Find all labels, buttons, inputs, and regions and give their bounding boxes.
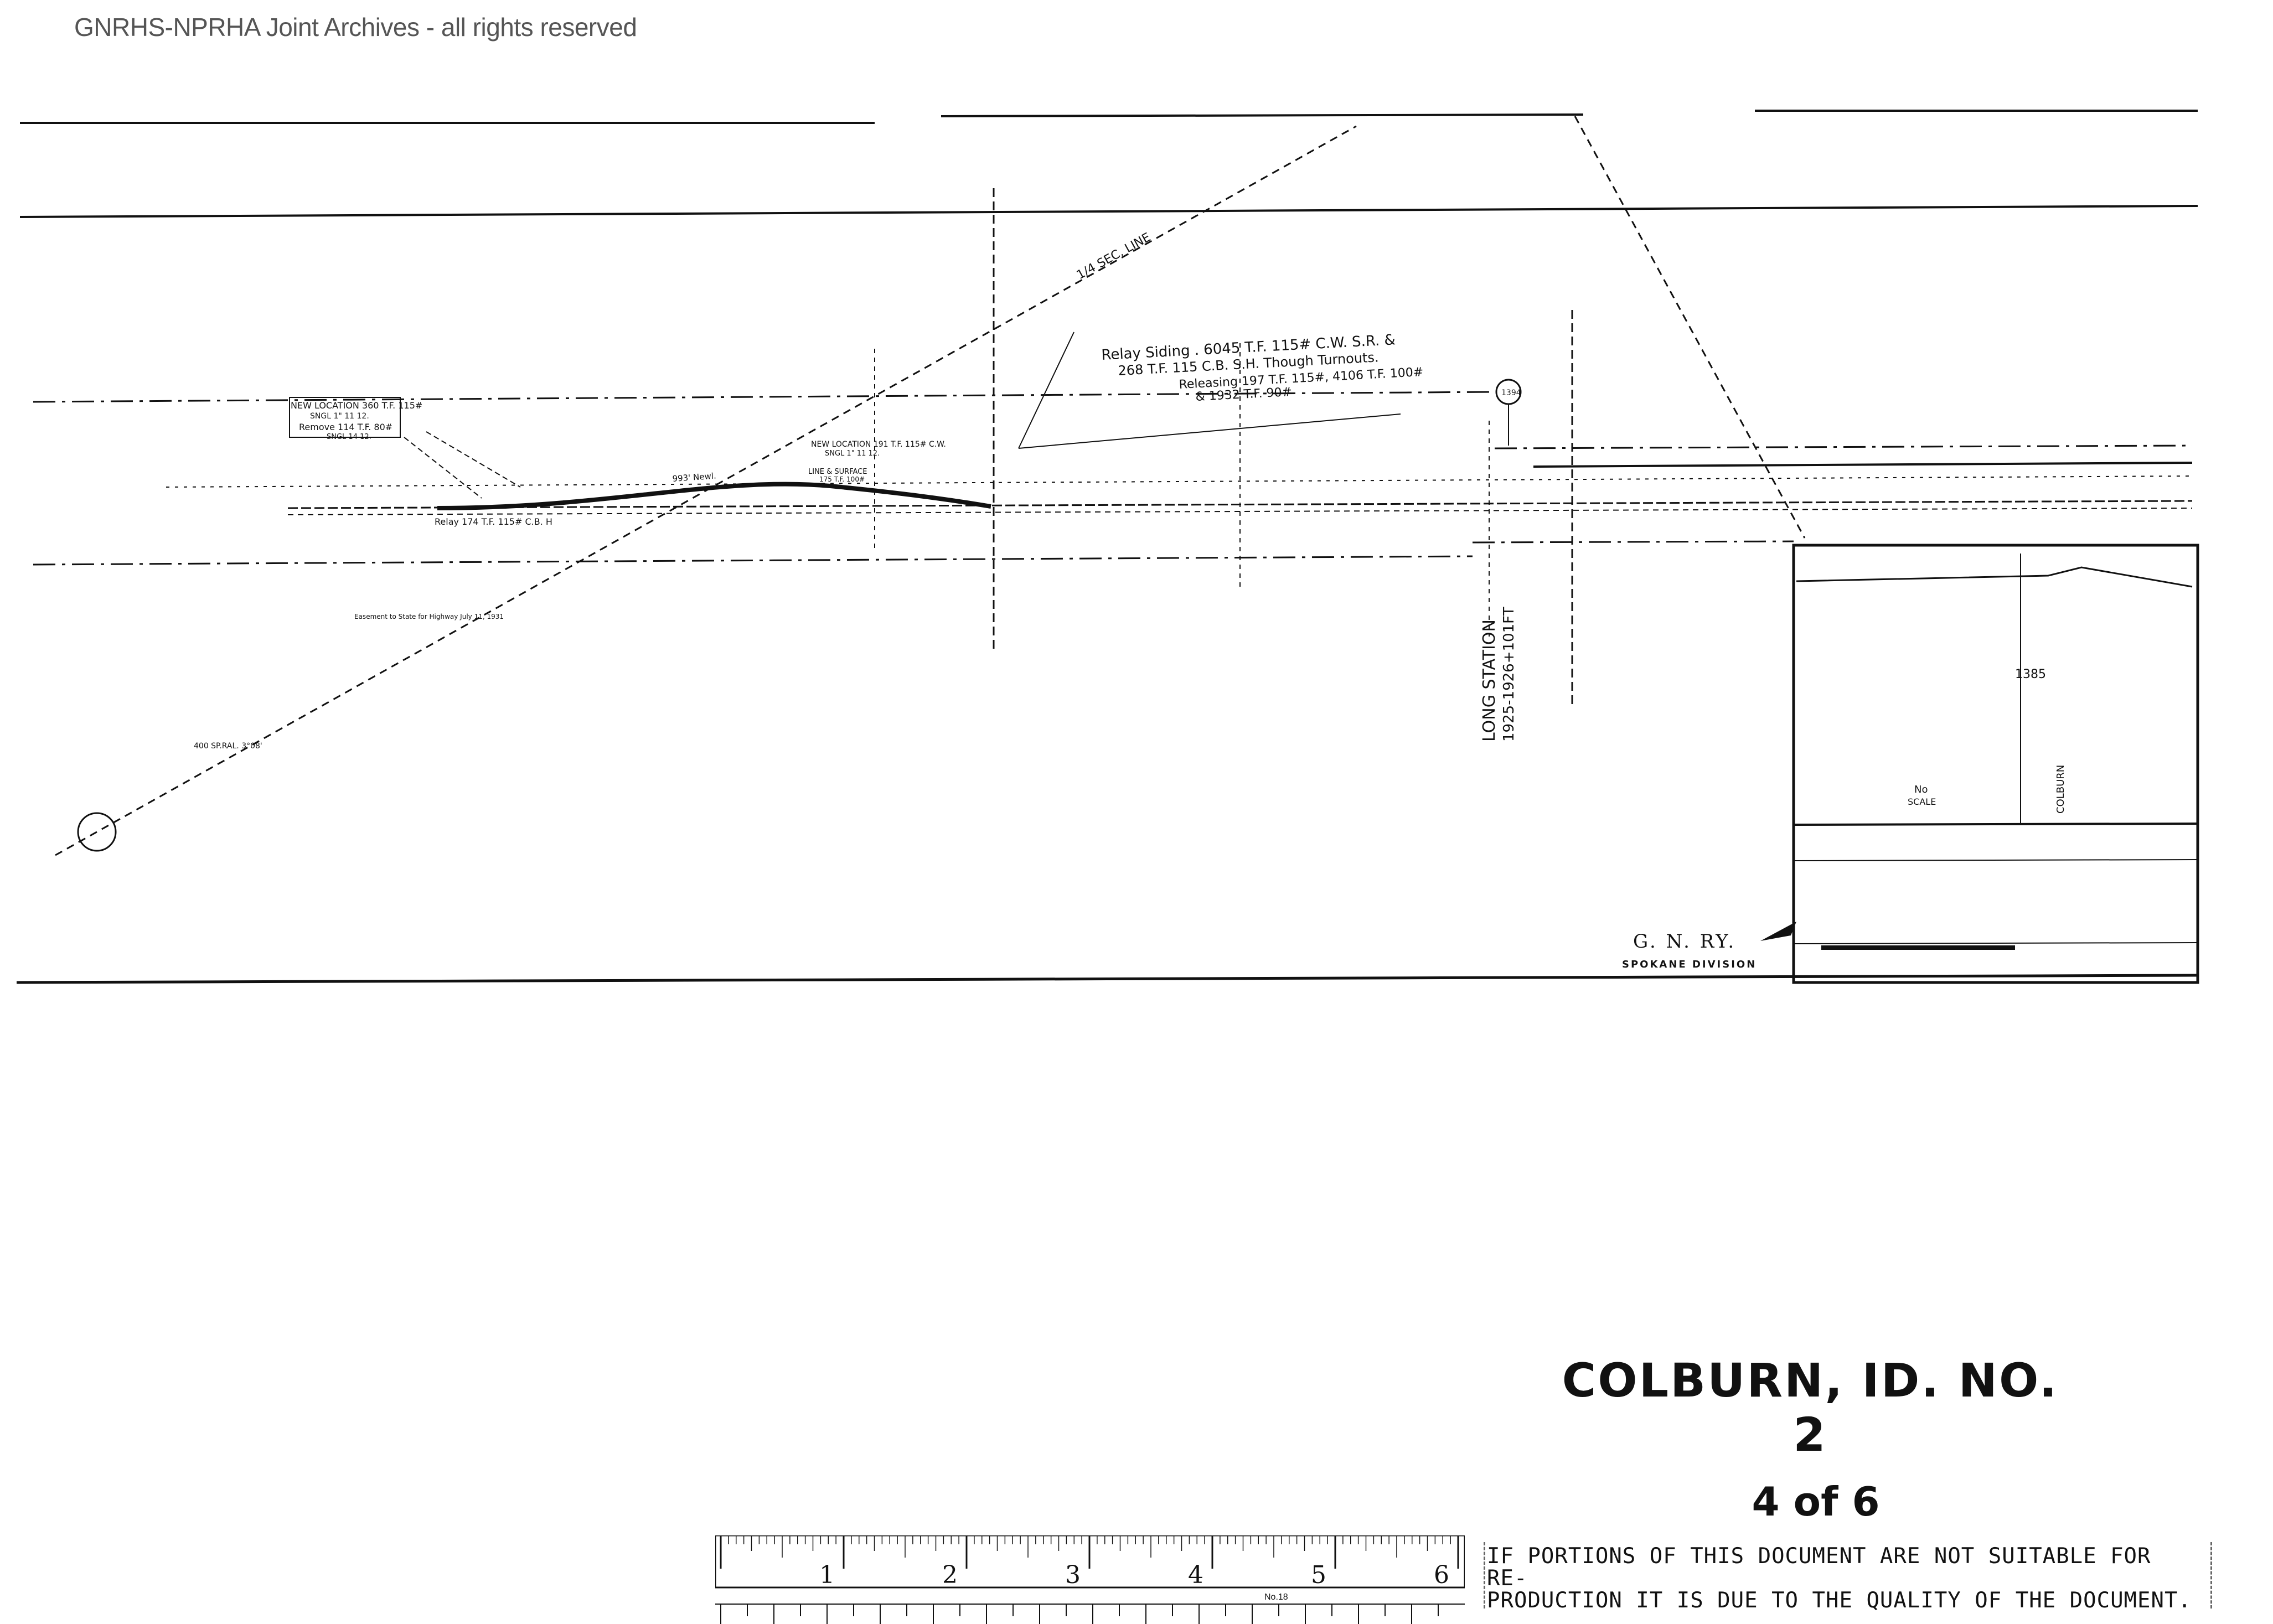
new-location-right-note: NEW LOCATION 191 T.F. 115# C.W. SNGL 1" … [808, 440, 946, 483]
ruler-number: 4 [1188, 1561, 1203, 1589]
svg-text:175 T.F. 100#: 175 T.F. 100# [819, 475, 865, 483]
legend-box [1792, 544, 2199, 984]
quarter-section-line [55, 125, 1357, 856]
relocated-siding-curve [437, 482, 991, 510]
scale-ruler: 1 2 3 4 5 6 No.18 [715, 1535, 1465, 1624]
quality-notice-line: PRODUCTION IT IS DUE TO THE QUALITY OF T… [1487, 1588, 2192, 1613]
ruler-number: 3 [1065, 1561, 1081, 1589]
sheet-number: 4 of 6 [1752, 1478, 1880, 1525]
quality-notice-box [1484, 1542, 2212, 1609]
spiral-label: 993' Newl. [672, 471, 716, 484]
svg-text:SNGL 14 12.: SNGL 14 12. [327, 433, 371, 441]
ruler-label: No.18 [1264, 1592, 1288, 1602]
svg-text:NEW LOCATION 191 T.F. 115# C.W: NEW LOCATION 191 T.F. 115# C.W. [811, 440, 946, 449]
circle-marker-label: 1394 [1501, 389, 1521, 397]
svg-text:LINE & SURFACE: LINE & SURFACE [808, 468, 867, 476]
svg-text:COLBURN: COLBURN [2055, 765, 2067, 814]
ruler-number: 6 [1434, 1561, 1449, 1589]
quality-notice: IF PORTIONS OF THIS DOCUMENT ARE NOT SUI… [1487, 1545, 2201, 1612]
second-boundary-line [19, 205, 2198, 218]
svg-text:NEW LOCATION 360 T.F. 115#: NEW LOCATION 360 T.F. 115# [291, 400, 422, 411]
svg-text:1385: 1385 [2015, 668, 2046, 681]
ruler-numbers: 1 2 3 4 5 6 [819, 1561, 1449, 1589]
title-block: COLBURN, ID. NO. 2 4 of 6 [1561, 1353, 2059, 1525]
ruler-number: 2 [942, 1561, 958, 1589]
curve-label: 400 SP.RAL. 3°08' [194, 742, 262, 751]
long-station-label: LONG STATION 1925-1926+101FT [1480, 607, 1517, 742]
bottom-border-line [16, 974, 2198, 984]
document-title: COLBURN, ID. NO. 2 [1562, 1353, 2059, 1462]
archive-watermark: GNRHS-NPRHA Joint Archives - all rights … [74, 13, 637, 42]
railway-name: G. N. RY. [1633, 930, 1736, 953]
relay-siding-note: Relay Siding . 6045 T.F. 115# C.W. S.R. … [1101, 332, 1424, 404]
north-arrow-icon [1760, 922, 1796, 941]
sec-line-label: 1/4 SEC. LINE [1074, 230, 1153, 282]
new-location-left-note: NEW LOCATION 360 T.F. 115# SNGL 1" 11 12… [291, 400, 422, 441]
ruler-number: 1 [819, 1561, 835, 1589]
svg-text:No: No [1914, 784, 1928, 795]
svg-text:LONG STATION: LONG STATION [1480, 619, 1499, 742]
quality-notice-line: IF PORTIONS OF THIS DOCUMENT ARE NOT SUI… [1487, 1544, 2151, 1591]
legend-labels: No SCALE 1385 COLBURN [1908, 668, 2067, 814]
svg-text:1925-1926+101FT: 1925-1926+101FT [1501, 607, 1517, 742]
ruler-number: 5 [1311, 1561, 1326, 1589]
division-name: SPOKANE DIVISION [1622, 959, 1757, 970]
svg-text:SCALE: SCALE [1908, 797, 1936, 807]
easement-note: Easement to State for Highway July 11, 1… [354, 613, 504, 620]
svg-text:SNGL 1" 11 12.: SNGL 1" 11 12. [825, 449, 880, 458]
svg-text:SNGL 1" 11 12.: SNGL 1" 11 12. [310, 412, 369, 421]
relay-small-note: Relay 174 T.F. 115# C.B. H [435, 516, 552, 527]
svg-text:Remove 114 T.F. 80#: Remove 114 T.F. 80# [299, 422, 392, 432]
